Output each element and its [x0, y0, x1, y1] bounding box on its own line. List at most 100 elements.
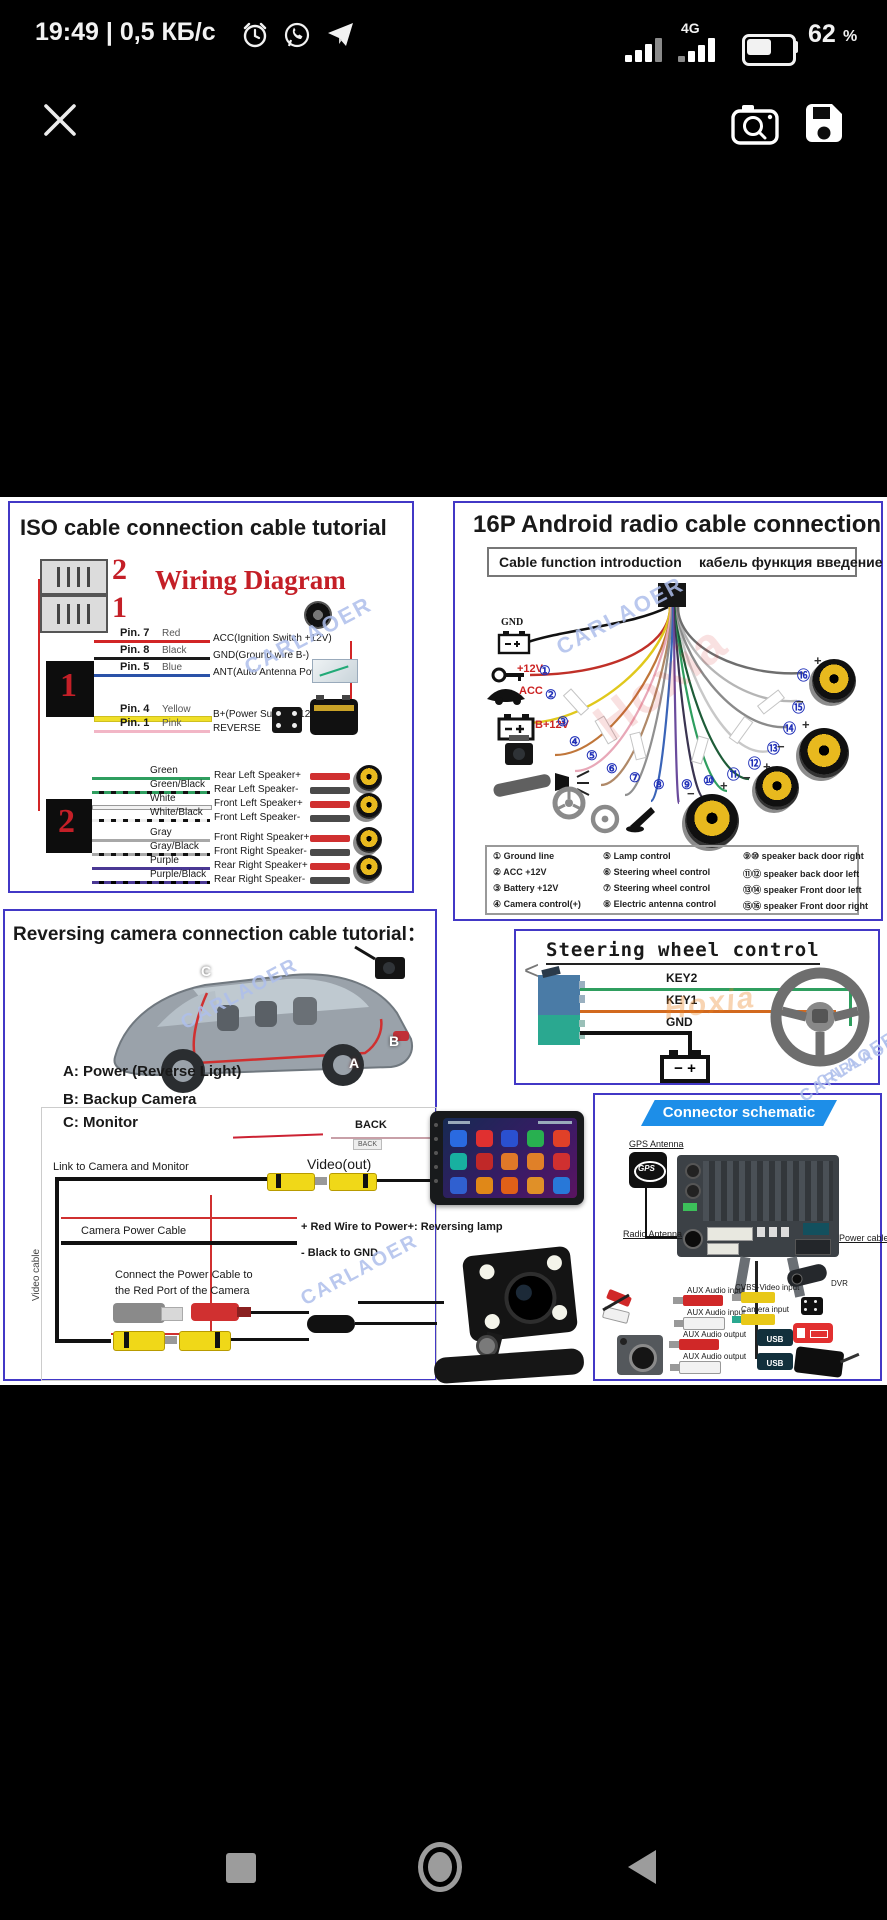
decor-shape	[475, 1176, 493, 1194]
decor-shape: ⑦ Steering wheel control	[603, 883, 710, 894]
decor-shape	[624, 606, 674, 797]
rca-connector-yellow	[267, 1173, 315, 1191]
decor-shape	[501, 1176, 519, 1194]
decor-shape	[293, 997, 317, 1025]
back-button[interactable]	[628, 1850, 656, 1884]
decor-shape: ⑬⑭ speaker Front door left	[743, 883, 862, 896]
decor-shape	[629, 1344, 657, 1372]
backup-camera-image	[358, 1245, 598, 1385]
caption-en: Cable function introduction	[499, 554, 682, 570]
decor-shape	[732, 1316, 741, 1323]
red-wire-note: + Red Wire to Power+: Reversing lamp	[301, 1221, 503, 1233]
aux-label: AUX Audio output	[683, 1352, 747, 1361]
recents-button[interactable]	[226, 1853, 256, 1883]
viewer-toolbar	[0, 80, 887, 150]
signal-icon-sim1	[625, 36, 669, 62]
decor-shape: ⑪⑫	[743, 869, 762, 879]
wire-segment	[645, 1236, 677, 1238]
wire-segment	[688, 1031, 692, 1055]
usb-label: USB	[766, 1335, 784, 1344]
android-head-unit-image	[430, 1111, 584, 1205]
wire-segment	[92, 839, 210, 842]
wire-number: ⑭	[783, 721, 797, 736]
accessory-icons	[487, 631, 655, 834]
decor-shape: Camera control(+)	[503, 899, 581, 909]
usb-drive-image	[793, 1323, 833, 1343]
decor-shape	[513, 697, 521, 705]
wire-number: ⑮	[792, 700, 806, 715]
decor-shape	[276, 1174, 281, 1188]
decor-shape	[743, 116, 763, 136]
iso-connector-2	[40, 559, 108, 595]
wire-segment	[94, 657, 210, 660]
decor-shape	[448, 1121, 470, 1124]
decor-shape	[767, 114, 773, 120]
connector-block-1	[46, 661, 94, 717]
reversing-panel-title: Reversing camera connection cable tutori…	[13, 924, 426, 945]
decor-shape: ⑤	[603, 851, 612, 861]
rca-connector-white	[670, 1361, 721, 1374]
decor-shape: Battery +12V	[503, 883, 559, 893]
battery-percent: 62	[808, 20, 836, 48]
wiring-diagram-heading: Wiring Diagram	[155, 565, 346, 595]
home-button[interactable]	[418, 1842, 462, 1892]
decor-shape	[620, 1338, 627, 1345]
pin-color: Red	[162, 628, 181, 639]
decor-shape	[629, 731, 647, 761]
pin-color: Black	[162, 645, 187, 656]
rca-plug	[310, 801, 350, 808]
decor-shape	[501, 1130, 519, 1148]
speaker-icon	[356, 827, 382, 853]
polarity-sign: +	[802, 717, 810, 732]
decor-shape	[685, 1163, 701, 1179]
decor-shape	[527, 1130, 545, 1148]
iso-cable-panel: ISO cable connection cable tutorial 2 1 …	[8, 501, 414, 893]
speaker-wire-color: Gray/Black	[150, 841, 199, 852]
decor-shape	[553, 1130, 571, 1148]
decor-shape	[795, 1239, 831, 1255]
decor-shape	[276, 711, 281, 716]
aux-label: AUX Audio input	[687, 1308, 746, 1317]
decor-shape	[358, 1301, 444, 1304]
battery-image	[310, 695, 358, 735]
decor-shape	[634, 1161, 666, 1182]
close-icon[interactable]	[40, 100, 80, 140]
decor-shape	[594, 715, 618, 745]
ferrite-bead	[307, 1315, 355, 1333]
speaker-wire-desc: Front Right Speaker+	[214, 832, 310, 843]
wire-segment	[645, 1188, 647, 1238]
wire-segment	[38, 579, 40, 811]
decor-shape: ⑬⑭	[743, 885, 762, 895]
wire-segment	[251, 1311, 309, 1314]
rca-pin	[165, 1336, 177, 1344]
decor-shape	[757, 1227, 765, 1237]
decor-shape	[601, 815, 609, 823]
polarity-sign: −	[743, 770, 751, 785]
rca-connector-yellow	[732, 1314, 775, 1325]
usb-label: USB	[766, 1359, 784, 1368]
decor-shape	[553, 1176, 571, 1194]
decor-shape	[645, 44, 652, 62]
decor-shape	[678, 56, 685, 62]
aux-label: AUX Audio input	[687, 1286, 746, 1295]
radio-panel-title: 16P Android radio cable connection	[473, 511, 882, 538]
save-icon[interactable]	[800, 100, 846, 146]
car-cutaway-image	[113, 945, 413, 1093]
rca-connector-yellow	[732, 1292, 775, 1303]
decor-shape	[707, 1243, 739, 1255]
decor-shape	[731, 109, 779, 145]
decor-shape	[354, 945, 376, 961]
antenna-image	[312, 659, 358, 683]
decor-shape	[519, 631, 525, 635]
image-search-icon[interactable]	[730, 102, 780, 146]
gps-antenna-icon: GPS	[629, 1152, 667, 1188]
wire-number: ⑤	[586, 748, 598, 763]
wire-segment	[55, 1177, 59, 1343]
connector-block-2-label: 2	[58, 803, 75, 840]
schematic-banner-label: Connector schematic	[662, 1104, 816, 1121]
rca-connector-yellow	[329, 1173, 377, 1191]
rca-connector-red	[673, 1295, 723, 1306]
decor-shape	[562, 688, 786, 765]
diagram-image[interactable]: ISO cable connection cable tutorial 2 1 …	[0, 497, 887, 1385]
